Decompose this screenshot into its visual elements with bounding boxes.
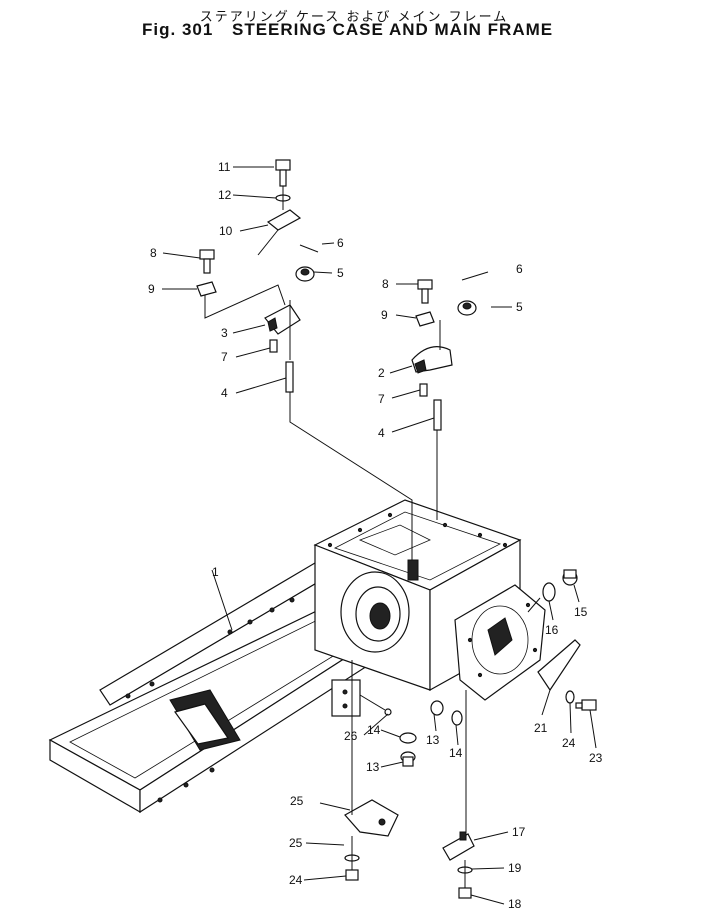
bolt-11: [275, 159, 291, 171]
callout-3: 3: [221, 326, 228, 340]
callout-18: 18: [508, 897, 522, 910]
plug-13-right: [430, 700, 444, 716]
japanese-title: ステアリング ケース および メイン フレーム: [199, 10, 509, 25]
callout-14-center: 14: [367, 723, 381, 737]
oring-14-center: [399, 732, 417, 744]
callout-4-right: 4: [378, 426, 385, 440]
callout-15: 15: [574, 605, 588, 619]
callout-25: 25: [289, 836, 303, 850]
callout-13-lower: 13: [366, 760, 380, 774]
cover-plate-20: [537, 639, 581, 692]
callout-9-left: 9: [148, 282, 155, 296]
stud-4-right: [433, 399, 442, 431]
bolt-18: [458, 887, 472, 899]
washer-22: [565, 690, 575, 704]
left-upper-assembly: [196, 159, 413, 560]
callout-7-right: 7: [378, 392, 385, 406]
callout-26: 26: [344, 729, 358, 743]
callout-7-left: 7: [221, 350, 228, 364]
lower-parts: [331, 660, 475, 899]
callout-2: 2: [378, 366, 385, 380]
dowel-7-right: [419, 383, 428, 397]
pin-6-left: [299, 244, 319, 253]
callout-6-left: 6: [337, 236, 344, 250]
bolt-8-right: [417, 279, 433, 290]
figure-number: Fig. 301: [142, 20, 214, 39]
header: ステアリング ケース および メイン フレーム Fig. 301 STEERIN…: [0, 0, 708, 60]
callout-8-right: 8: [382, 277, 389, 291]
plate-10: [266, 209, 302, 231]
bracket-17: [442, 833, 475, 861]
bolt-21: [581, 699, 597, 711]
bolt-8-left: [199, 249, 215, 260]
lockplate-9-left: [196, 281, 217, 297]
callout-16: 16: [545, 623, 559, 637]
stud-4-left: [285, 361, 294, 393]
callout-11: 11: [218, 160, 231, 174]
bolt-24: [345, 869, 359, 881]
lockplate-9-right: [415, 311, 435, 327]
figure-title: STEERING CASE AND MAIN FRAME: [232, 20, 554, 39]
leader-lines: [162, 166, 597, 905]
oring-14-right: [451, 710, 463, 726]
callout-24: 24: [289, 873, 303, 887]
callout-13-right: 13: [426, 733, 440, 747]
right-side-parts: [527, 569, 597, 711]
callout-22: 24: [562, 736, 576, 750]
callout-4-left: 4: [221, 386, 228, 400]
side-cover: [454, 584, 546, 701]
dowel-7-left: [269, 339, 278, 353]
callout-labels: 11 12 10 6 5 8 9 3 7 4 1 6 8 5 9 2 7 4 1…: [148, 160, 603, 910]
callout-17: 17: [512, 825, 526, 839]
callout-21: 23: [589, 751, 603, 765]
callout-1: 1: [212, 565, 219, 579]
bracket-26: [331, 679, 361, 717]
callout-8-left: 8: [150, 246, 157, 260]
callout-12: 12: [218, 188, 232, 202]
plate-23: [344, 799, 399, 837]
right-upper-assembly: [411, 271, 489, 520]
oring-16: [542, 582, 556, 602]
callout-6-right: 6: [516, 262, 523, 276]
callout-14-right: 14: [449, 746, 463, 760]
callout-19: 19: [508, 861, 522, 875]
callout-23: 25: [290, 794, 304, 808]
callout-9-right: 9: [381, 308, 388, 322]
callout-5-left: 5: [337, 266, 344, 280]
callout-10: 10: [219, 224, 233, 238]
callout-5-right: 5: [516, 300, 523, 314]
pin-6-right: [461, 271, 489, 281]
callout-20: 21: [534, 721, 548, 735]
